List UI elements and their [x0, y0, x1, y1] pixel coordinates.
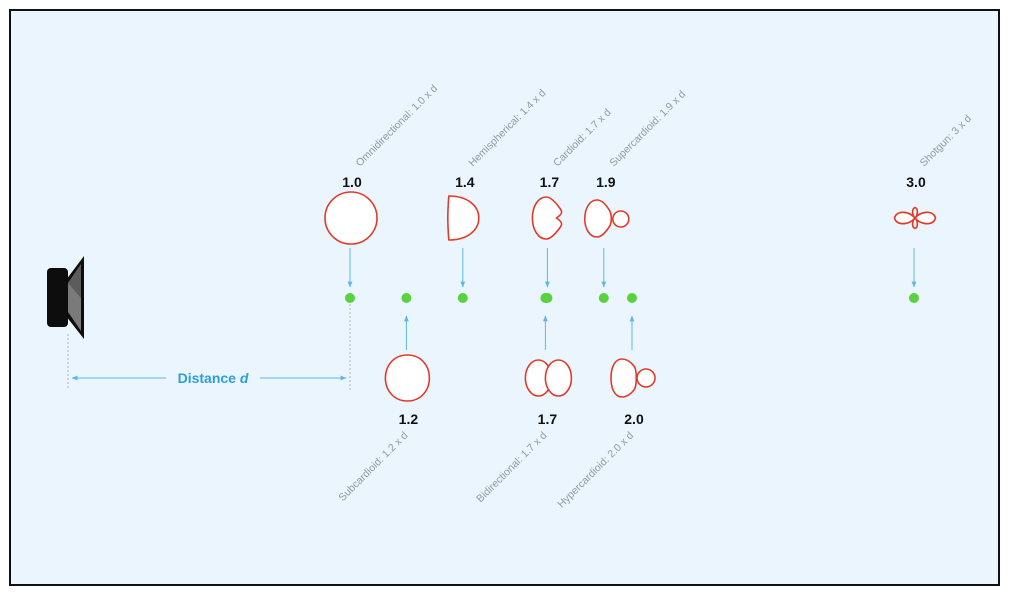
distance-label: Distance d: [178, 370, 249, 386]
factor-value: 1.9: [596, 174, 616, 190]
hypercardioid-pattern-icon: [610, 358, 656, 398]
factor-value: 3.0: [906, 174, 926, 190]
factor-value: 1.2: [399, 411, 419, 427]
shotgun-pattern-icon: [893, 206, 937, 230]
factor-value: 1.4: [455, 174, 475, 190]
factor-value: 1.7: [538, 411, 558, 427]
factor-value: 1.7: [540, 174, 560, 190]
factor-value: 1.0: [342, 174, 362, 190]
axis-node: [345, 293, 355, 303]
axis-node: [598, 293, 609, 303]
speaker-icon: [47, 256, 84, 339]
subcardioid-pattern-icon: [384, 354, 431, 402]
axis-node: [909, 293, 919, 303]
axis-node: [627, 293, 637, 303]
distance-dimension: Distance d: [67, 304, 351, 390]
supercardioid-pattern-icon: [583, 199, 630, 238]
hemispherical-pattern-icon: [446, 195, 480, 241]
factor-value: 2.0: [624, 411, 644, 427]
omni-pattern-icon: [324, 191, 378, 245]
cardioid-pattern-icon: [531, 196, 563, 240]
axis-node: [457, 293, 468, 303]
axis-node: [401, 293, 412, 303]
axis-node: [540, 293, 551, 303]
bidirectional-pattern-icon: [524, 359, 573, 397]
